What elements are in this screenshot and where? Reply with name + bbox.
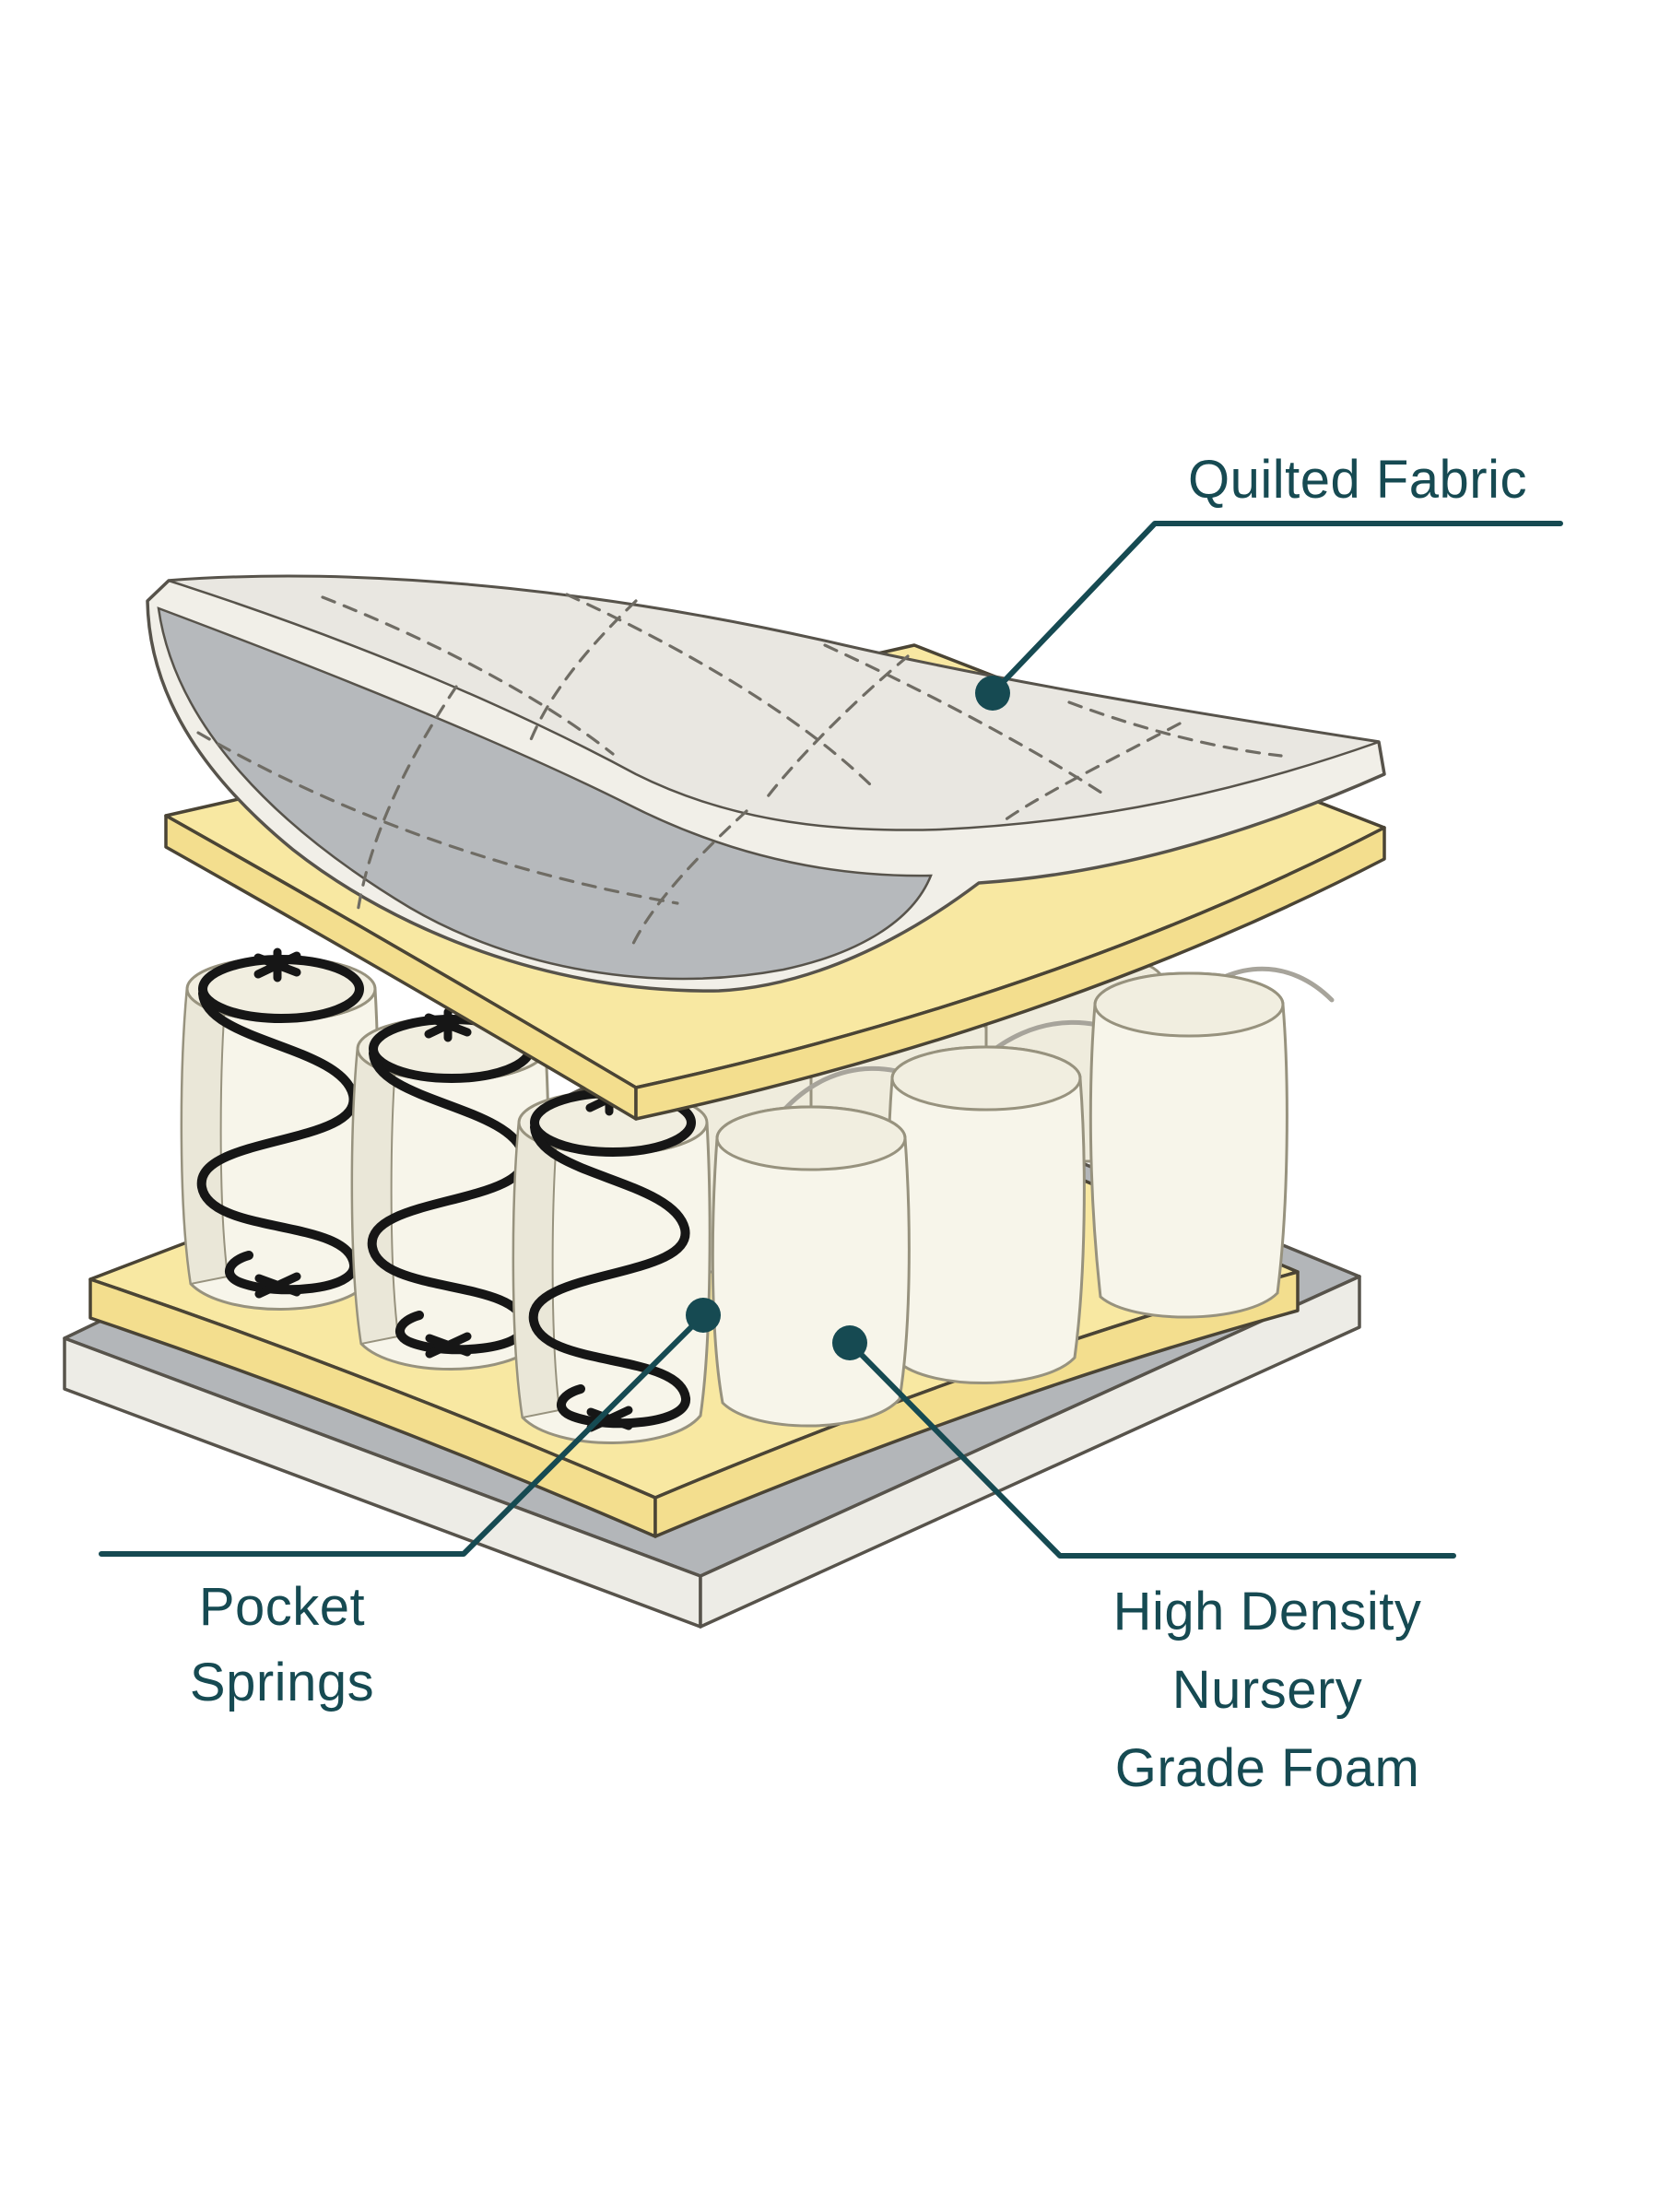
- cutaway-spring-pocket: [513, 1086, 710, 1443]
- pocket-springs-label-line2: Springs: [190, 1653, 374, 1712]
- annotations: [99, 521, 1563, 1559]
- plain-spring-pockets: [711, 971, 1288, 1428]
- base-front-right-face: [699, 1275, 1361, 1629]
- high-density-foam-label-line1: High Density: [1113, 1582, 1422, 1641]
- plain-pocket: [711, 1105, 911, 1428]
- plain-pocket: [886, 1045, 1086, 1384]
- quilted-fabric-leader-line: [990, 521, 1563, 696]
- high-density-foam-label-line3: Grade Foam: [1115, 1738, 1420, 1798]
- quilted-fabric-dot: [975, 676, 1010, 711]
- quilted-fabric-label: Quilted Fabric: [1188, 450, 1527, 510]
- pocket-springs-leader-line: [99, 1312, 706, 1557]
- cutaway-spring-pocket: [182, 952, 378, 1310]
- quilt-stitch-lines-underside: [196, 685, 748, 949]
- pocket-springs-label-line1: Pocket: [199, 1577, 365, 1637]
- pocket-springs-dot: [686, 1298, 721, 1333]
- high-density-foam-dot: [832, 1325, 867, 1360]
- quilt-stitch-lines-top: [321, 593, 1283, 822]
- quilt-top-surface: [168, 575, 1380, 831]
- quilted-fabric-layer: [146, 574, 1386, 993]
- quilt-underside: [157, 606, 933, 981]
- plain-pocket: [1088, 971, 1288, 1319]
- top-foam-front-right-face: [634, 826, 1386, 1121]
- high-density-foam-leader-line: [847, 1340, 1456, 1559]
- high-density-foam-label-line2: Nursery: [1172, 1660, 1363, 1720]
